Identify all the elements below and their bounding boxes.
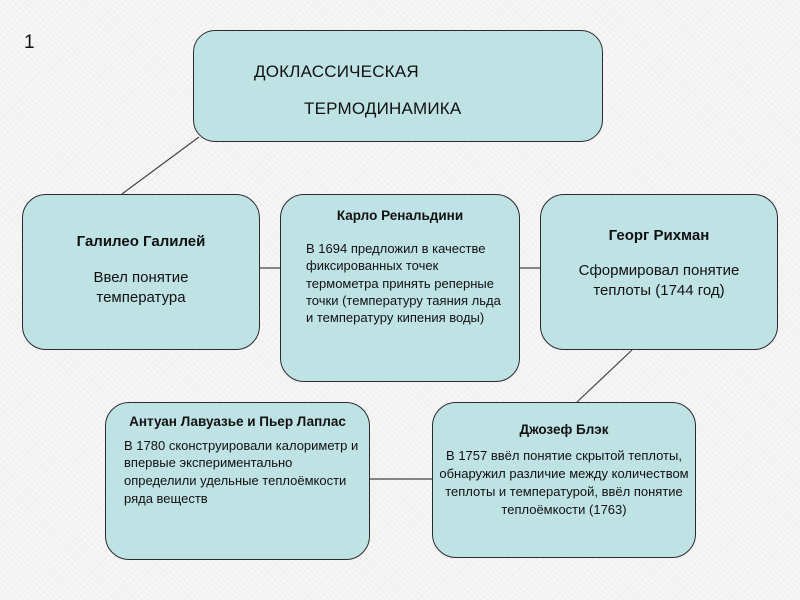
node-richmann-text: Сформировал понятие теплоты (1744 год) xyxy=(578,262,740,299)
node-lavoisier: Антуан Лавуазье и Пьер Лаплас В 1780 ско… xyxy=(105,402,370,560)
node-galileo: Галилео Галилей Ввел понятие температура xyxy=(22,194,260,350)
connector-richmann-black xyxy=(576,349,633,403)
node-galileo-text: Ввел понятие температура xyxy=(93,269,189,306)
node-rinaldini-text: В 1694 предложил в качестве фиксированны… xyxy=(306,241,501,326)
title-line-2: ТЕРМОДИНАМИКА xyxy=(304,99,462,118)
connector-title-galileo xyxy=(121,136,200,195)
title-line-1: ДОКЛАССИЧЕСКАЯ xyxy=(254,62,419,81)
node-richmann: Георг Рихман Сформировал понятие теплоты… xyxy=(540,194,778,350)
node-lavoisier-text: В 1780 сконструировали калориметр и впер… xyxy=(124,437,359,507)
node-rinaldini: Карло Ренальдини В 1694 предложил в каче… xyxy=(280,194,520,382)
node-black-name: Джозеф Блэк xyxy=(519,422,609,437)
node-rinaldini-name: Карло Ренальдини xyxy=(336,208,464,223)
node-richmann-name: Георг Рихман xyxy=(608,227,710,244)
slide-number: 1 xyxy=(24,32,35,53)
node-lavoisier-name: Антуан Лавуазье и Пьер Лаплас xyxy=(129,414,346,429)
node-galileo-name: Галилео Галилей xyxy=(76,233,206,250)
title-box: ДОКЛАССИЧЕСКАЯ ТЕРМОДИНАМИКА xyxy=(193,30,603,142)
node-black-text: В 1757 ввёл понятие скрытой теплоты, обн… xyxy=(439,448,689,517)
node-black: Джозеф Блэк В 1757 ввёл понятие скрытой … xyxy=(432,402,696,558)
